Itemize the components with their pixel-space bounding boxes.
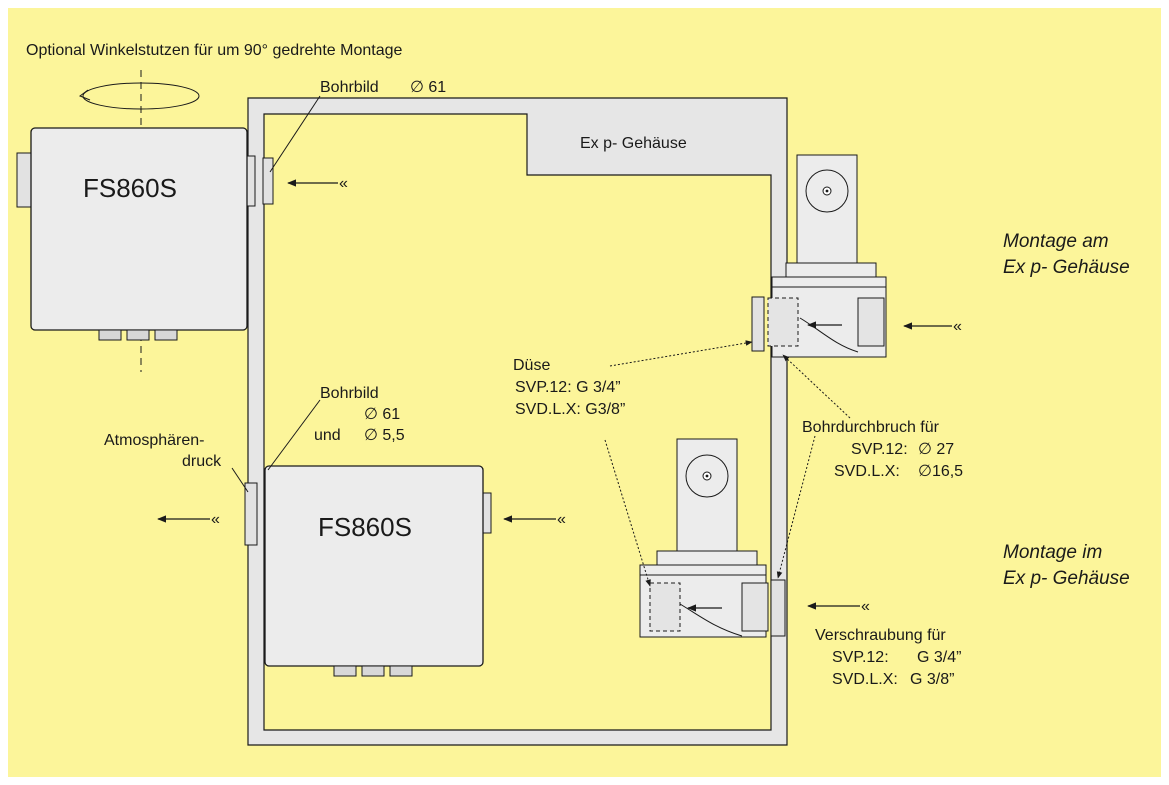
arrow-tail-glyph: « bbox=[339, 175, 348, 192]
device-bottom-left-flange bbox=[244, 482, 258, 546]
leader-bohrdurch-bottom bbox=[776, 435, 816, 579]
bohrdurch-svd-key: SVD.L.X: bbox=[834, 463, 900, 480]
cable-gland-icon bbox=[333, 665, 357, 677]
device-top-body bbox=[30, 127, 248, 331]
optional-note: Optional Winkelstutzen für um 90° gedreh… bbox=[26, 42, 402, 59]
montage-im-line2: Ex p- Gehäuse bbox=[1003, 568, 1130, 589]
verschr-svp-val: G 3/4” bbox=[917, 649, 961, 666]
ex-housing-label: Ex p- Gehäuse bbox=[580, 135, 687, 152]
leader-duese-outside bbox=[609, 340, 753, 367]
valve-flow-curve bbox=[799, 317, 859, 353]
valve-outside bbox=[751, 154, 887, 358]
valve-bonnet bbox=[656, 550, 758, 566]
cable-gland-icon bbox=[98, 329, 122, 341]
valve-mount-flange bbox=[751, 296, 765, 352]
valve-inside bbox=[639, 438, 786, 638]
arrow-tail-glyph: « bbox=[953, 318, 962, 335]
cable-gland-icon bbox=[389, 665, 413, 677]
flow-arrows: « « « « « bbox=[157, 175, 962, 615]
bohrdurch-svd-val: ∅16,5 bbox=[918, 463, 963, 480]
bohrdurch-svp-key: SVP.12: bbox=[851, 441, 908, 458]
device-bottom-body bbox=[264, 465, 484, 667]
bohrbild-top-label: Bohrbild bbox=[320, 79, 379, 96]
bohrbild-mid-und: und bbox=[314, 427, 341, 444]
cable-gland-icon bbox=[126, 329, 150, 341]
valve-port-left bbox=[649, 582, 681, 632]
verschr-svp-key: SVP.12: bbox=[832, 649, 889, 666]
verschr-svd-val: G 3/8” bbox=[910, 671, 954, 688]
atmos-line2: druck bbox=[182, 453, 222, 470]
device-bottom-right-flange bbox=[482, 492, 492, 534]
valve-coil-screw-center bbox=[705, 474, 709, 478]
verschr-svd-key: SVD.L.X: bbox=[832, 671, 898, 688]
rotation-arrow-icon bbox=[78, 89, 91, 101]
arrow-tail-glyph: « bbox=[861, 598, 870, 615]
leader-atmos bbox=[231, 467, 249, 493]
leader-bohrdurch-top bbox=[782, 354, 851, 419]
leader-bohrbild-top bbox=[269, 95, 321, 173]
bohrbild-mid-d1: ∅ 61 bbox=[364, 406, 400, 423]
duese-line2: SVD.L.X: G3/8” bbox=[515, 401, 625, 418]
bohrbild-mid-d2: ∅ 5,5 bbox=[364, 427, 405, 444]
housing-top-flange bbox=[262, 157, 274, 205]
annotations: Optional Winkelstutzen für um 90° gedreh… bbox=[26, 42, 1130, 688]
device-top: FS860S bbox=[16, 70, 256, 372]
leader-duese-inside bbox=[604, 439, 651, 587]
cable-gland-icon bbox=[361, 665, 385, 677]
device-bottom-name: FS860S bbox=[318, 512, 412, 542]
bohrbild-top-diameter: ∅ 61 bbox=[410, 79, 446, 96]
bohrdurch-svp-val: ∅ 27 bbox=[918, 441, 954, 458]
valve-port-right bbox=[857, 297, 885, 347]
valve-bonnet bbox=[785, 262, 877, 278]
valve-bonnet-plate bbox=[771, 276, 887, 288]
valve-port-right bbox=[741, 582, 769, 632]
atmos-line1: Atmosphären- bbox=[104, 432, 205, 449]
bohrdurch-title: Bohrdurchbruch für bbox=[802, 419, 940, 436]
bohrbild-mid-label: Bohrbild bbox=[320, 385, 379, 402]
leader-lines bbox=[231, 95, 851, 587]
cable-gland-icon bbox=[154, 329, 178, 341]
device-top-left-flange bbox=[16, 152, 32, 208]
device-top-name: FS860S bbox=[83, 173, 177, 203]
montage-am-line2: Ex p- Gehäuse bbox=[1003, 257, 1130, 278]
duese-line1: SVP.12: G 3/4” bbox=[515, 379, 621, 396]
valve-inside-wall-flange bbox=[770, 579, 786, 637]
valve-bonnet-plate bbox=[639, 564, 767, 576]
device-bottom: FS860S bbox=[244, 465, 492, 677]
verschr-title: Verschraubung für bbox=[815, 627, 946, 644]
duese-title: Düse bbox=[513, 357, 550, 374]
leader-bohrbild-mid bbox=[267, 399, 321, 471]
arrow-tail-glyph: « bbox=[211, 511, 220, 528]
device-top-right-flange bbox=[246, 155, 256, 207]
valve-flow-curve bbox=[679, 603, 743, 637]
arrow-tail-glyph: « bbox=[557, 511, 566, 528]
valve-coil-screw-center bbox=[825, 189, 829, 193]
montage-im-line1: Montage im bbox=[1003, 542, 1102, 563]
montage-am-line1: Montage am bbox=[1003, 231, 1109, 252]
valve-port-left bbox=[767, 297, 799, 347]
